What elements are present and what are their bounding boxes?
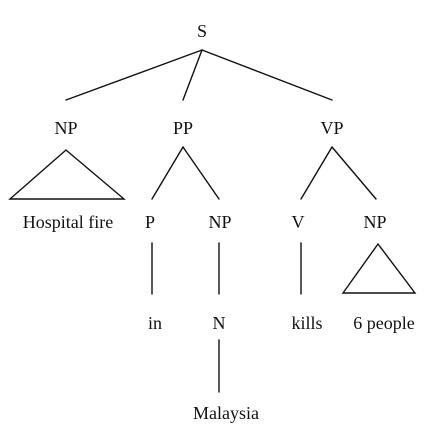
- word-in: in: [147, 313, 163, 333]
- edge-pp-p: [151, 146, 184, 200]
- edge-pp-np: [182, 146, 220, 200]
- node-v: V: [291, 212, 305, 232]
- node-s: S: [196, 21, 208, 41]
- node-p: P: [144, 212, 156, 232]
- triangle-np-subject: [8, 149, 126, 200]
- triangle-np-object: [341, 242, 417, 294]
- edge-vp-v: [300, 146, 333, 200]
- edge-s-np-subject: [65, 49, 203, 101]
- edge-vp-np: [331, 146, 377, 200]
- word-kills: kills: [291, 313, 323, 333]
- node-np-pp: NP: [208, 212, 232, 232]
- node-np-subject: NP: [54, 118, 78, 138]
- node-np-subject-words: Hospital fire: [22, 212, 114, 232]
- node-vp: VP: [320, 118, 344, 138]
- node-n: N: [212, 313, 226, 333]
- edge-s-vp: [201, 49, 333, 101]
- node-np-object: NP: [363, 212, 387, 232]
- edge-s-pp: [182, 49, 203, 101]
- word-malaysia: Malaysia: [193, 403, 259, 423]
- word-6-people: 6 people: [353, 313, 415, 333]
- node-pp: PP: [172, 118, 194, 138]
